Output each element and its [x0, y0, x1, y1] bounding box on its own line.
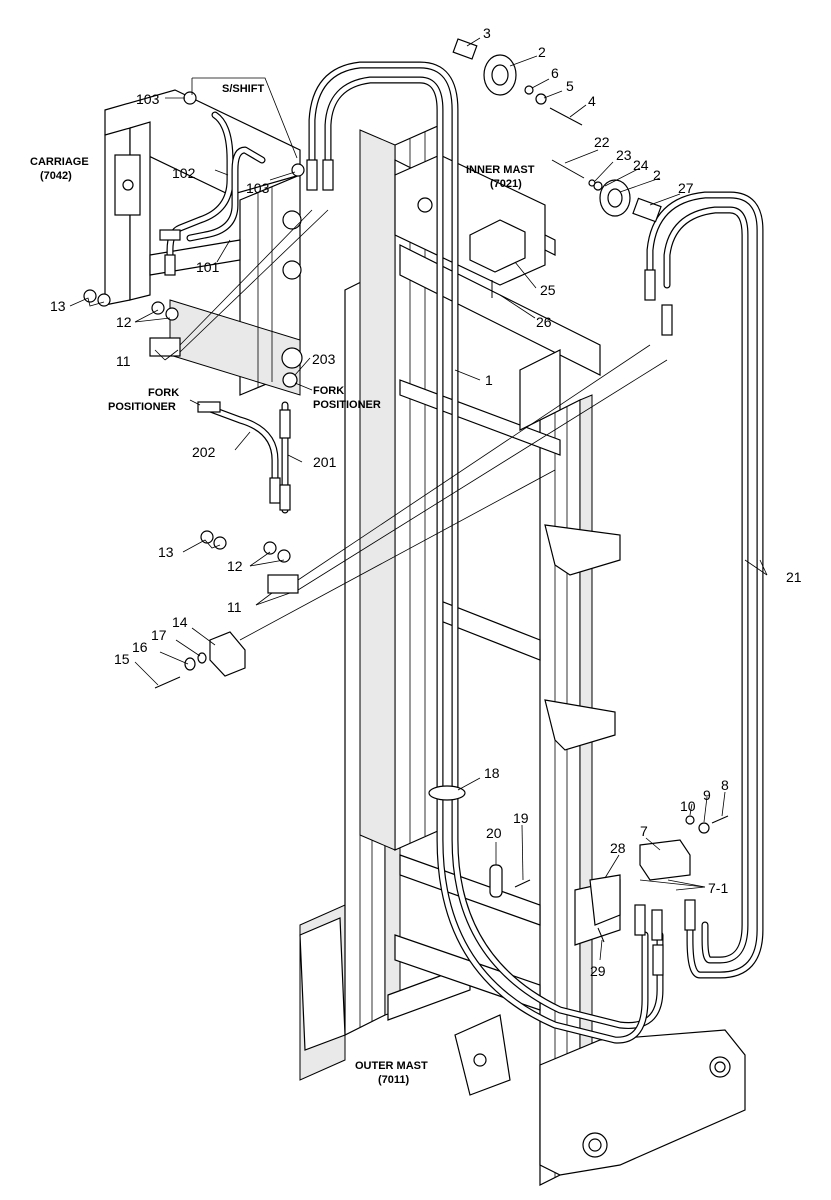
callout-101: 101: [196, 259, 220, 275]
part-28-bracket: [589, 874, 621, 926]
callout-1: 1: [485, 372, 493, 388]
callout-2-mid: 2: [653, 167, 661, 183]
callout-11-upper: 11: [116, 353, 131, 369]
callout-28: 28: [610, 840, 626, 856]
callout-17: 17: [151, 627, 167, 643]
callout-201: 201: [313, 454, 337, 470]
caption-outer-mast-code: (7011): [378, 1074, 410, 1086]
caption-fork-positioner-right-line1: FORK: [313, 385, 344, 397]
caption-fork-positioner-left-line2: POSITIONER: [108, 401, 176, 413]
carriage-frame: [104, 89, 303, 396]
callout-26: 26: [536, 314, 552, 330]
hose-group: [166, 61, 764, 1044]
caption-carriage: CARRIAGE: [30, 156, 89, 168]
callout-5: 5: [566, 78, 574, 94]
callout-3: 3: [483, 25, 491, 41]
caption-fork-positioner-right-line2: POSITIONER: [313, 399, 381, 411]
caption-inner-mast: INNER MAST: [466, 164, 535, 176]
hose-end-fittings: [159, 159, 696, 976]
caption-fork-positioner-left-line1: FORK: [148, 387, 179, 399]
callout-23: 23: [616, 147, 632, 163]
callout-15: 15: [114, 651, 130, 667]
callout-29: 29: [590, 963, 606, 979]
callout-19: 19: [513, 810, 529, 826]
callout-20: 20: [486, 825, 502, 841]
part-18-clamp: [428, 785, 466, 801]
callout-7: 7: [640, 823, 648, 839]
part-14-block: [209, 631, 246, 677]
callout-12-upper: 12: [116, 314, 132, 330]
callout-103-top: 103: [136, 91, 160, 107]
callout-12-lower: 12: [227, 558, 243, 574]
callout-7-1: 7-1: [708, 880, 728, 896]
callout-10: 10: [680, 798, 696, 814]
callout-11-lower: 11: [227, 599, 242, 615]
callout-9: 9: [703, 787, 711, 803]
captions: S/SHIFT CARRIAGE (7042) INNER MAST (7021…: [30, 83, 535, 1086]
callout-16: 16: [132, 639, 148, 655]
callout-24: 24: [633, 157, 649, 173]
leader-lines: [69, 37, 768, 961]
callout-4: 4: [588, 93, 596, 109]
callout-14: 14: [172, 614, 188, 630]
callout-8: 8: [721, 777, 729, 793]
callout-2-top: 2: [538, 44, 546, 60]
callout-6: 6: [551, 65, 559, 81]
callout-18: 18: [484, 765, 500, 781]
caption-s-shift: S/SHIFT: [222, 83, 264, 95]
callout-13-lower: 13: [158, 544, 174, 560]
callout-202: 202: [192, 444, 216, 460]
callout-22: 22: [594, 134, 610, 150]
part-20-plate: [489, 864, 503, 898]
caption-inner-mast-code: (7021): [490, 178, 522, 190]
small-parts: [83, 38, 729, 943]
callout-21: 21: [786, 569, 802, 585]
part-25-bracket: [469, 219, 526, 273]
outer-mast-frame: [299, 264, 746, 1186]
caption-carriage-code: (7042): [40, 170, 72, 182]
caption-outer-mast: OUTER MAST: [355, 1060, 428, 1072]
callout-13-upper: 13: [50, 298, 66, 314]
callout-27: 27: [678, 180, 694, 196]
callout-203: 203: [312, 351, 336, 367]
callout-numbers: 1 2 2 3 4 5 6 7 7-1 8 9 10 11 11 12 12 1…: [50, 25, 802, 979]
callout-102: 102: [172, 165, 196, 181]
callout-103-mid: 103: [246, 180, 270, 196]
callout-25: 25: [540, 282, 556, 298]
part-7-block: [639, 839, 691, 881]
